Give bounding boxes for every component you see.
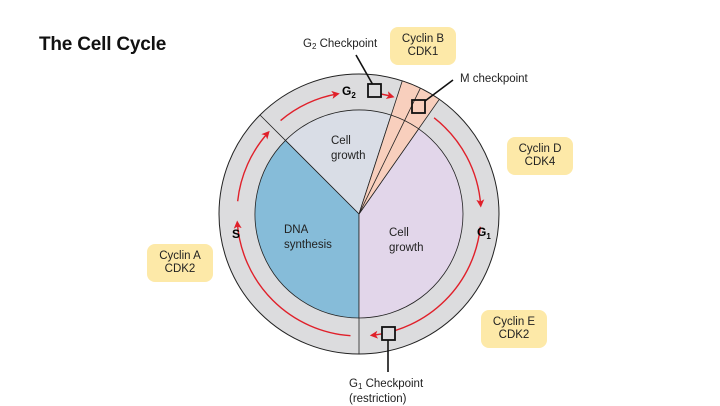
cyclin-d-box: Cyclin D CDK4: [507, 137, 573, 175]
cyclin-b-name: Cyclin B: [401, 33, 445, 45]
cyclin-e-name: Cyclin E: [492, 316, 536, 328]
g2-checkpoint-leader: [355, 54, 374, 86]
phase-label-s: S: [232, 227, 240, 241]
cyclin-e-box: Cyclin E CDK2: [481, 310, 547, 348]
s-sector-text: DNA synthesis: [284, 224, 332, 251]
s-sector: [254, 139, 360, 319]
g1-checkpoint-label: G1 Checkpoint (restriction): [349, 378, 423, 406]
cyclin-b-cdk: CDK1: [407, 46, 439, 58]
g2-checkpoint-box: [367, 83, 382, 98]
arrow-s-upward: [236, 130, 270, 202]
arrow-m-to-g1: [433, 117, 485, 208]
arrow-s-to-g2: [280, 90, 340, 122]
g2-checkpoint-label: G2 Checkpoint: [303, 38, 377, 53]
m-phase-divider: [358, 87, 421, 215]
g1-sector-text: Cell growth: [389, 227, 424, 254]
g1-sector: [358, 128, 464, 319]
cyclin-a-box: Cyclin A CDK2: [147, 244, 213, 282]
m-checkpoint-leader: [424, 79, 454, 102]
cyclin-b-box: Cyclin B CDK1: [390, 27, 456, 65]
g2-checkpoint-prefix: G: [303, 38, 312, 50]
g1-checkpoint-suffix: Checkpoint: [362, 378, 424, 390]
g2-checkpoint-suffix: Checkpoint: [316, 38, 378, 50]
g1-checkpoint-box: [381, 326, 396, 341]
m-checkpoint-box: [411, 99, 426, 114]
g1-checkpoint-prefix: G: [349, 378, 358, 390]
m-checkpoint-text: M checkpoint: [460, 73, 528, 85]
cyclin-a-cdk: CDK2: [164, 263, 196, 275]
cyclin-e-cdk: CDK2: [498, 329, 530, 341]
g2-checkpoint-subscript: 2: [311, 42, 317, 51]
g1-checkpoint-restriction: (restriction): [349, 393, 407, 405]
phase-label-g1: G1: [477, 225, 491, 241]
m-checkpoint-label: M checkpoint: [460, 73, 528, 86]
g2-s-boundary: [259, 114, 286, 141]
g2-sector: [284, 109, 392, 215]
g1-checkpoint-subscript: 1: [357, 382, 363, 391]
diagram-title: The Cell Cycle: [39, 34, 167, 55]
cyclin-a-name: Cyclin A: [159, 250, 201, 262]
g2-sector-text: Cell growth: [331, 135, 366, 162]
cyclin-d-cdk: CDK4: [524, 156, 556, 168]
arrow-bottom-to-s: [233, 220, 351, 337]
cyclin-d-name: Cyclin D: [518, 143, 562, 155]
phase-label-g2: G2: [342, 84, 356, 100]
m-phase-sector: [358, 114, 420, 215]
